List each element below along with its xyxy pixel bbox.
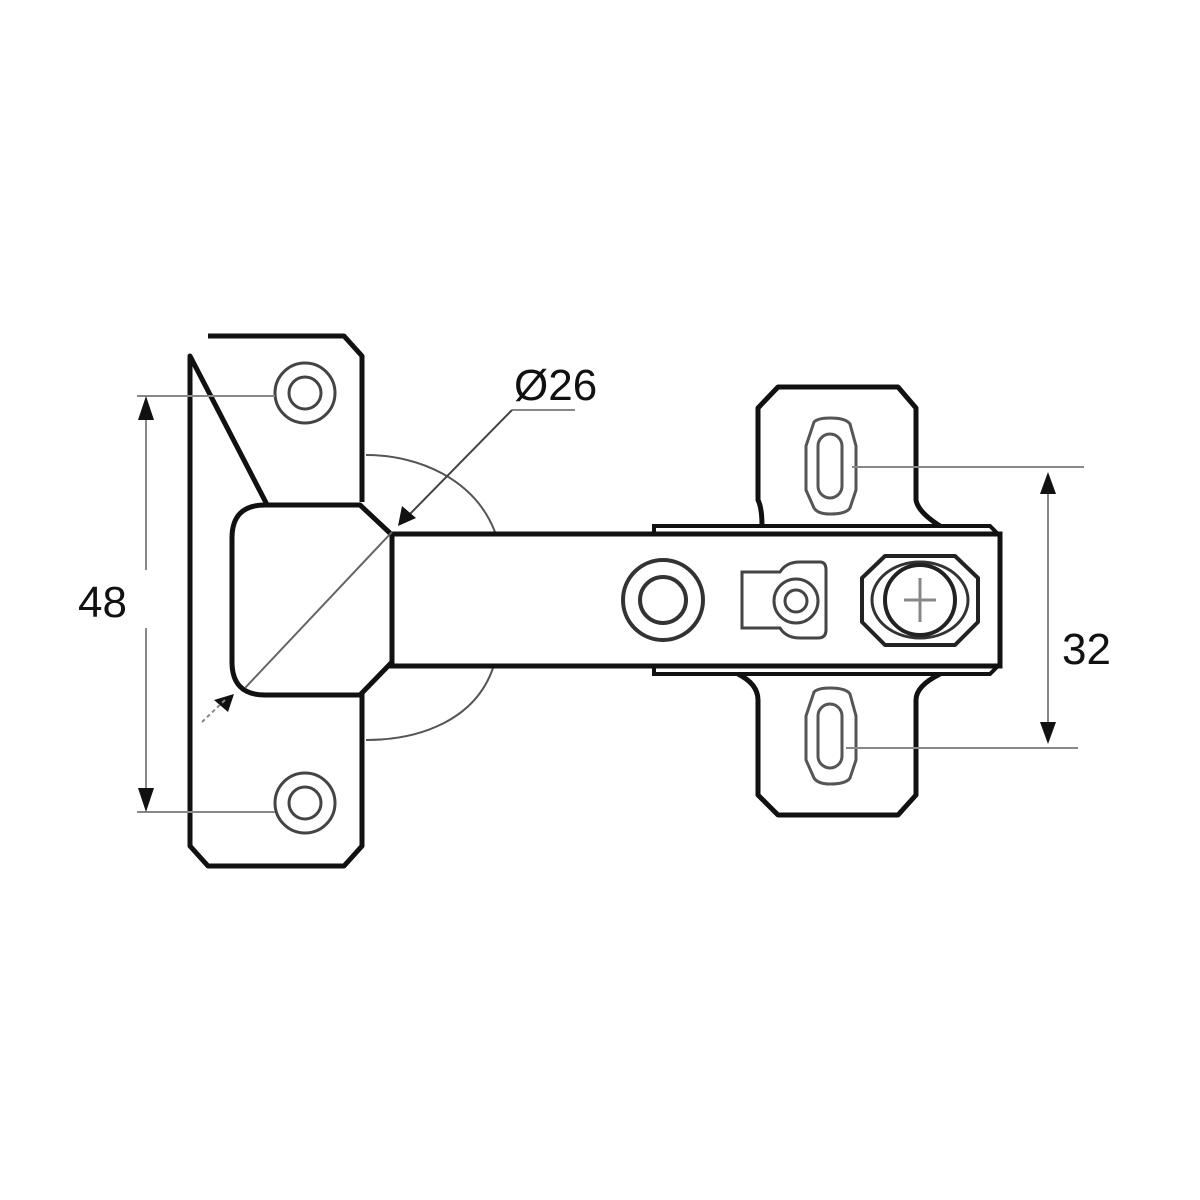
dimension-48-label: 48 bbox=[78, 578, 127, 627]
door-plate-hole-top bbox=[273, 361, 337, 425]
mounting-slot-top bbox=[804, 416, 858, 516]
arm-adjust-cam-icon bbox=[740, 560, 828, 640]
door-plate bbox=[187, 333, 365, 869]
mounting-slot-bottom bbox=[804, 686, 858, 786]
arm-round-hole bbox=[621, 558, 705, 642]
dimension-48: 48 bbox=[74, 395, 275, 813]
dimension-32-label: 32 bbox=[1062, 625, 1111, 674]
mounting-plate bbox=[736, 384, 942, 818]
dimension-32: 32 bbox=[846, 466, 1130, 749]
hinge-arm bbox=[389, 524, 1003, 676]
cup-arc bbox=[365, 454, 496, 741]
arm-screw-icon bbox=[860, 554, 980, 647]
hinge-cup bbox=[229, 502, 395, 698]
door-plate-hole-bottom bbox=[273, 771, 337, 835]
dimension-cup-diameter-label: Ø26 bbox=[514, 361, 597, 410]
dimension-cup-diameter: Ø26 bbox=[201, 361, 597, 723]
